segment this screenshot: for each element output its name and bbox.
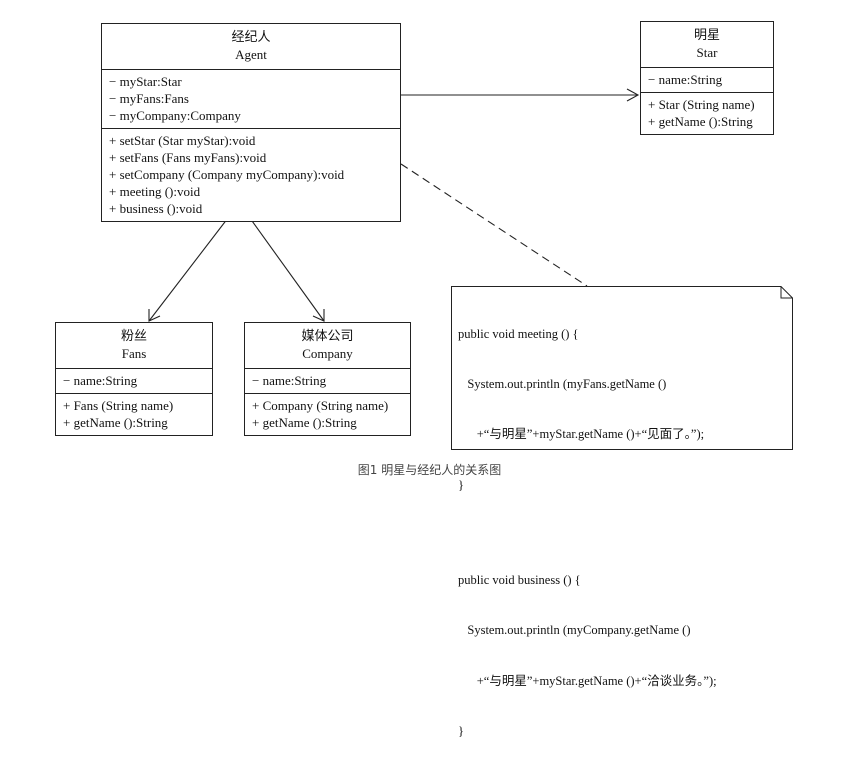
company-class-name-en: Company	[302, 346, 353, 361]
fans-class-name-cn: 粉丝	[120, 329, 147, 344]
note-code-line: +“与明星”+myStar.getName ()+“见面了。”);	[458, 427, 705, 442]
agent-class-name-cn: 经纪人	[231, 30, 271, 45]
note-code: public void meeting () { System.out.prin…	[458, 292, 788, 773]
fans-method: + getName ():String	[63, 415, 168, 430]
star-method: + getName ():String	[648, 114, 753, 129]
agent-method: + meeting ():void	[109, 184, 201, 199]
agent-attribute: − myStar:Star	[109, 74, 182, 89]
note-code-line: public void business () {	[458, 572, 581, 587]
star-attributes: − name:String	[641, 68, 773, 92]
star-method: + Star (String name)	[648, 97, 755, 112]
agent-method: + setStar (Star myStar):void	[109, 133, 256, 148]
agent-methods: + setStar (Star myStar):void + setFans (…	[102, 128, 400, 221]
star-class-header: 明星 Star	[641, 22, 773, 68]
relationship-lines	[148, 88, 640, 322]
fans-attribute: − name:String	[63, 373, 138, 388]
agent-class-header: 经纪人 Agent	[102, 24, 400, 70]
company-attribute: − name:String	[252, 373, 327, 388]
note-anchor-dashed-line	[400, 163, 588, 287]
company-method: + getName ():String	[252, 415, 357, 430]
company-method: + Company (String name)	[252, 398, 389, 413]
star-methods: + Star (String name) + getName ():String	[641, 92, 773, 134]
note-code-line: System.out.println (myCompany.getName ()	[458, 623, 691, 638]
note-code-line: public void meeting () {	[458, 326, 579, 341]
agent-fans-arrowhead	[148, 309, 161, 322]
fans-class-header: 粉丝 Fans	[56, 323, 212, 369]
agent-attribute: − myCompany:Company	[109, 108, 241, 123]
agent-company-association	[246, 213, 325, 322]
agent-attributes: − myStar:Star − myFans:Fans − myCompany:…	[102, 70, 400, 128]
note-code-line: +“与明星”+myStar.getName ()+“洽谈业务。”);	[458, 673, 717, 688]
company-attributes: − name:String	[245, 369, 410, 393]
fans-class-name-en: Fans	[121, 346, 147, 361]
note-code-line: System.out.println (myFans.getName ()	[458, 376, 667, 391]
agent-method: + business ():void	[109, 201, 203, 216]
note-code-line: }	[458, 477, 464, 492]
fans-method: + Fans (String name)	[63, 398, 174, 413]
company-class: 媒体公司 Company − name:String + Company (St…	[244, 322, 411, 436]
agent-class: 经纪人 Agent − myStar:Star − myFans:Fans − …	[101, 23, 401, 222]
agent-class-name-en: Agent	[235, 47, 267, 62]
fans-methods: + Fans (String name) + getName ():String	[56, 393, 212, 435]
agent-company-arrowhead	[312, 309, 325, 322]
agent-star-arrowhead	[626, 88, 640, 102]
note-frame	[451, 286, 793, 450]
note-code-line: }	[458, 723, 464, 738]
star-class-name-en: Star	[696, 45, 718, 60]
star-attribute: − name:String	[648, 72, 723, 87]
star-class-name-cn: 明星	[693, 28, 720, 43]
agent-method: + setCompany (Company myCompany):void	[109, 167, 345, 182]
fans-class: 粉丝 Fans − name:String + Fans (String nam…	[55, 322, 213, 436]
company-methods: + Company (String name) + getName ():Str…	[245, 393, 410, 435]
agent-fans-association	[148, 213, 232, 322]
fans-attributes: − name:String	[56, 369, 212, 393]
agent-method: + setFans (Fans myFans):void	[109, 150, 267, 165]
agent-attribute: − myFans:Fans	[109, 91, 189, 106]
note-spacer	[458, 527, 788, 538]
figure-caption: 图1 明星与经纪人的关系图	[357, 463, 502, 477]
star-class: 明星 Star − name:String + Star (String nam…	[640, 21, 774, 135]
company-class-name-cn: 媒体公司	[301, 329, 354, 344]
company-class-header: 媒体公司 Company	[245, 323, 410, 369]
code-note: public void meeting () { System.out.prin…	[451, 286, 793, 738]
